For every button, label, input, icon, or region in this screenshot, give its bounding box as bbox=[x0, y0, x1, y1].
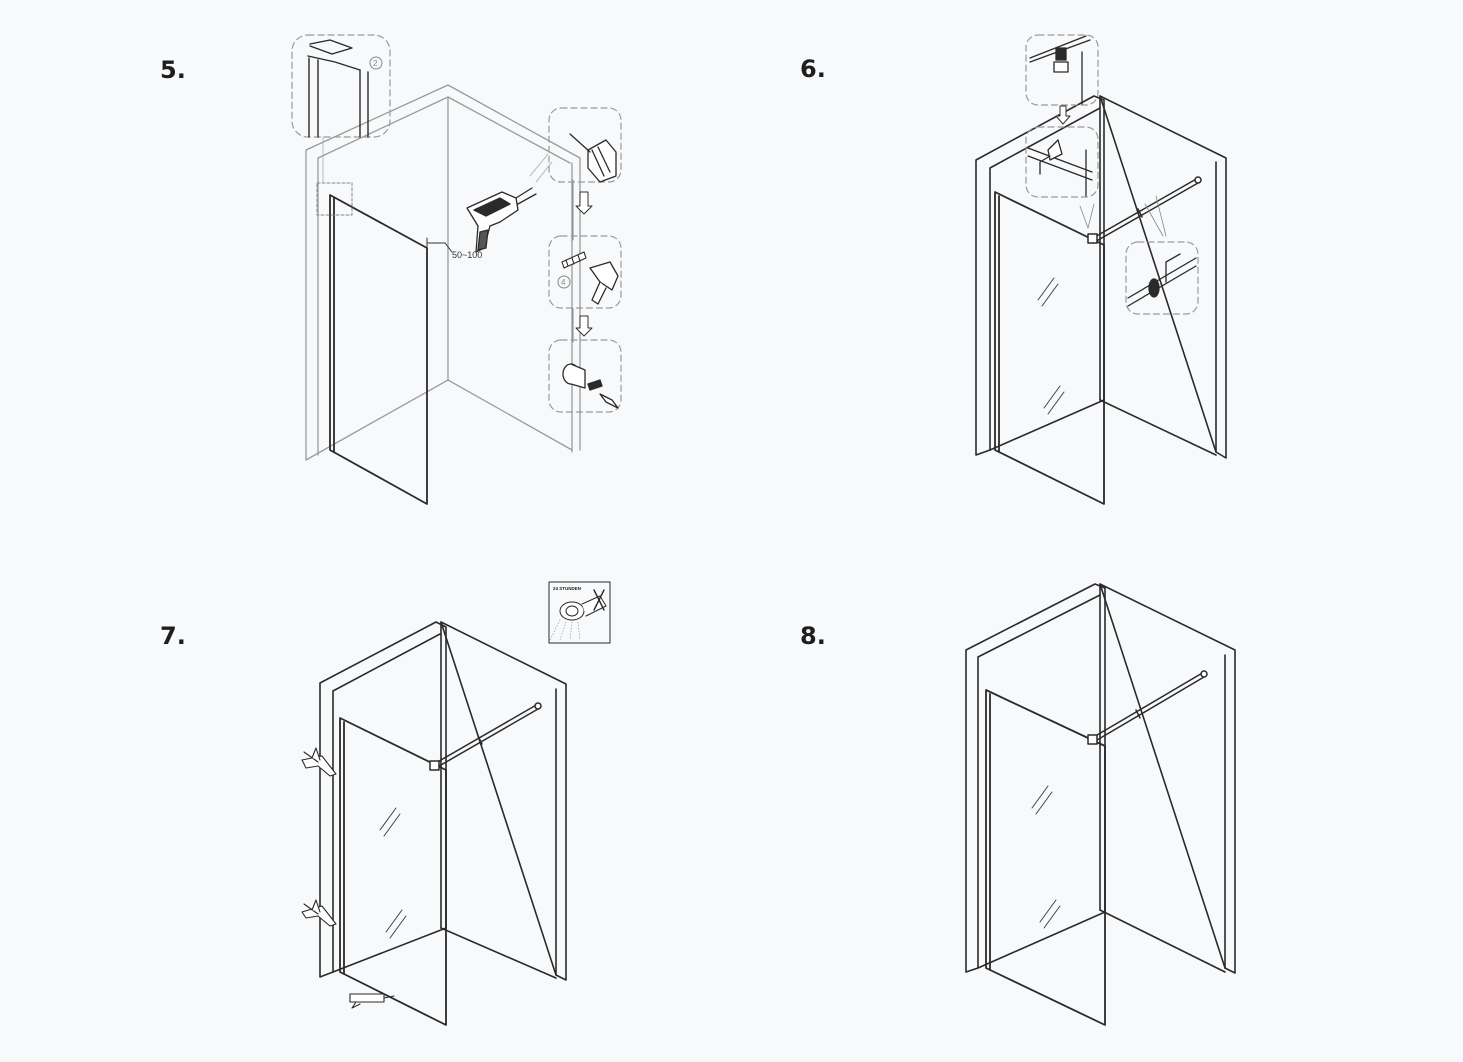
glass-reflection bbox=[1037, 277, 1065, 415]
stabiliser-bar bbox=[1087, 176, 1202, 244]
step-6-glass-panel bbox=[994, 191, 1105, 505]
callout-part-2: 2 bbox=[373, 59, 378, 68]
clamp-fix-callout bbox=[1025, 126, 1099, 198]
caulk-gun-icon bbox=[349, 993, 395, 1009]
stabiliser-bar bbox=[1087, 670, 1208, 745]
distance-dimension bbox=[426, 237, 453, 253]
stabiliser-bar bbox=[429, 702, 542, 771]
cross-mark-icon bbox=[593, 589, 605, 611]
caulk-gun-icon bbox=[301, 747, 337, 777]
step-8-number: 8. bbox=[800, 622, 826, 650]
clamp-top-callout bbox=[1025, 34, 1099, 106]
allen-key-callout bbox=[1125, 241, 1199, 315]
step-7-glass-panel bbox=[339, 717, 447, 1026]
step-5-glass-panel bbox=[329, 194, 428, 505]
step-8-walls bbox=[965, 583, 1236, 974]
step-6-walls bbox=[975, 95, 1227, 459]
step-5-number: 5. bbox=[160, 56, 186, 84]
step-7-walls bbox=[319, 621, 567, 981]
wall-plug-detail-callout bbox=[548, 235, 622, 309]
down-arrow-icon bbox=[1055, 105, 1071, 125]
callout-part-4: 4 bbox=[561, 278, 566, 287]
step-5-walls bbox=[305, 84, 581, 461]
profile-detail-callout: 2 bbox=[291, 34, 391, 138]
cure-time-label: 24 STUNDEN bbox=[553, 586, 581, 591]
step-8-glass-panel bbox=[985, 689, 1106, 1026]
step-7-number: 7. bbox=[160, 622, 186, 650]
hammer-icon bbox=[589, 261, 619, 305]
drill-steps-column: 4 bbox=[548, 107, 622, 413]
drill-icon bbox=[466, 187, 537, 253]
down-arrow-icon bbox=[575, 191, 593, 215]
glass-reflection bbox=[1031, 785, 1061, 929]
glass-reflection bbox=[379, 807, 407, 939]
step-6-illustration bbox=[975, 34, 1227, 505]
distance-dimension-label: 50~100 bbox=[452, 250, 482, 260]
drill-detail-callout bbox=[548, 107, 622, 183]
down-arrow-icon bbox=[575, 315, 593, 337]
step-8-illustration bbox=[965, 583, 1236, 1026]
step-6-number: 6. bbox=[800, 55, 826, 83]
caulk-gun-icon bbox=[301, 899, 337, 927]
cure-time-warning: 24 STUNDEN bbox=[548, 581, 611, 644]
step-5-illustration: 50~100 2 bbox=[291, 34, 622, 505]
screw-detail-callout bbox=[548, 339, 622, 413]
step-7-illustration: 24 STUNDEN bbox=[301, 581, 611, 1026]
wall-profile-marker bbox=[316, 182, 353, 216]
wall-plug-icon bbox=[561, 251, 587, 269]
